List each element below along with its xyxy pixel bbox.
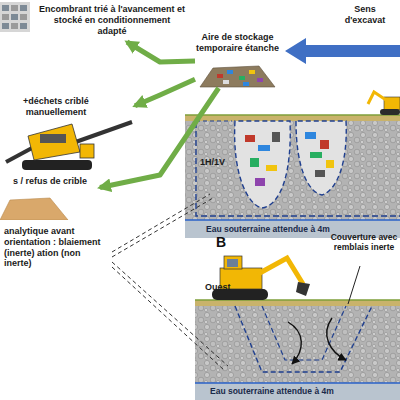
excavator — [368, 92, 386, 104]
illustrated-node: Aire de stockage temporaire étanche — [195, 32, 280, 88]
excavator — [296, 282, 310, 296]
backfill-pit — [288, 322, 301, 364]
waste-debris — [258, 145, 270, 151]
waste-debris — [245, 135, 255, 142]
leader-line — [348, 266, 360, 304]
groundwater-label: Eau souterraine attendue à 4m — [210, 386, 395, 396]
node-label: Aire de stockage temporaire étanche — [195, 32, 280, 54]
stockpile-debris — [217, 74, 223, 78]
panel-a-ground — [185, 219, 400, 221]
orientation-label: Ouest — [205, 282, 245, 293]
panel-b-ground — [195, 383, 400, 400]
excavation-pit — [196, 121, 400, 216]
waste-debris — [326, 160, 334, 168]
panel-letter: B — [216, 234, 236, 251]
waste-debris — [320, 140, 329, 149]
bins-picture — [2, 5, 9, 11]
dashed-reference-line — [112, 194, 210, 252]
panel-a-ground — [185, 115, 400, 238]
excavation-direction-arrow — [285, 38, 400, 64]
excavator — [227, 259, 238, 267]
excavator — [368, 92, 400, 115]
bins-picture — [11, 5, 18, 11]
bins-picture — [11, 23, 18, 29]
dashed-reference-line — [112, 198, 213, 257]
leader-line — [348, 266, 360, 304]
bins-picture — [20, 23, 27, 29]
stockpile-debris — [227, 70, 233, 74]
panel-b-ground — [195, 382, 400, 384]
flow-arrow — [127, 42, 195, 62]
analysis-note: analytique avant orientation : blaiement… — [4, 226, 110, 269]
waste-debris — [255, 178, 265, 186]
backfill-pit — [262, 306, 346, 360]
panel-a-ground — [185, 120, 400, 220]
direction-label: Sens d'excavat — [336, 4, 394, 26]
dashed-reference-line — [112, 262, 228, 366]
waste-debris — [315, 170, 325, 177]
stockpile — [200, 66, 275, 87]
node-label: Encombrant trié à l'avancement et stocké… — [38, 4, 186, 36]
flow-arrow — [135, 79, 195, 106]
cover-label: Couverture avec remblais inerte — [330, 232, 398, 252]
illustrated-node: +déchets criblé manuellement — [0, 96, 135, 174]
stockpile-debris — [239, 76, 245, 80]
waste-debris — [245, 132, 334, 186]
bins-picture — [20, 14, 27, 20]
excavation-direction-arrow — [285, 38, 400, 64]
waste-debris — [272, 132, 280, 142]
backfill-pit — [235, 306, 372, 372]
bins-picture — [20, 5, 27, 11]
excavation-pit — [196, 120, 232, 121]
excavator — [212, 256, 310, 300]
screener-deck — [40, 134, 66, 143]
waste-debris — [266, 165, 277, 171]
stockpile-debris — [249, 70, 255, 74]
screener-tracks — [22, 160, 92, 170]
bins-picture — [0, 2, 30, 32]
node-label: +déchets criblé manuellement — [0, 96, 112, 118]
excavation-pit — [196, 122, 400, 216]
panel-b-ground — [195, 300, 400, 400]
waste-debris — [310, 152, 322, 158]
screener-conveyor — [70, 122, 132, 144]
backfill-pit — [327, 318, 346, 360]
screener-conveyor — [6, 148, 32, 162]
screener-body — [28, 124, 80, 160]
excavation-pit — [296, 121, 346, 195]
slope-label: 1H/1V — [200, 157, 240, 168]
waste-debris — [305, 132, 316, 139]
illustrated-node: Encombrant trié à l'avancement et stocké… — [0, 2, 188, 42]
stockpile-debris — [257, 78, 263, 82]
bins-picture — [2, 23, 9, 29]
illustrated-node: s / refus de crible — [0, 176, 100, 220]
panel-a-ground — [185, 115, 400, 121]
waste-debris — [250, 158, 259, 167]
sand-pile — [0, 198, 68, 220]
stockpile-debris — [243, 82, 249, 86]
panel-a-ground — [185, 114, 400, 116]
bins-picture — [2, 14, 9, 20]
excavator — [258, 258, 303, 284]
panel-b-ground — [195, 305, 400, 383]
stockpile-debris — [223, 80, 229, 84]
bins-picture — [11, 14, 18, 20]
panel-b-ground — [195, 300, 400, 306]
screener-body — [80, 144, 94, 158]
node-label: s / refus de crible — [0, 176, 100, 187]
excavation-pit — [235, 121, 291, 208]
flow-arrow — [100, 88, 219, 188]
excavator — [224, 256, 242, 269]
backfill-pit — [235, 306, 372, 372]
excavator — [380, 109, 400, 115]
